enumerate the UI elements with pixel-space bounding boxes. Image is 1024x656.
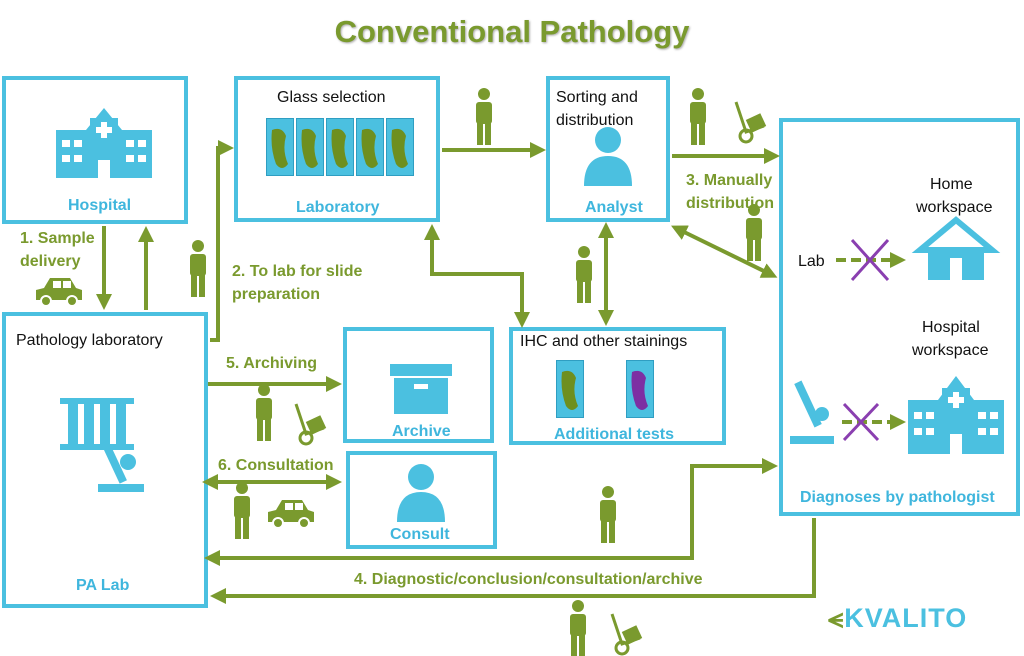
trolley-icon-3 — [610, 612, 644, 656]
logo-mark-icon: ⪪ — [828, 603, 845, 633]
hospital-label: Hospital — [68, 197, 132, 214]
analyst-label: Analyst — [585, 199, 643, 216]
step-2-line1: 2. To lab for slide — [232, 263, 363, 280]
archive-box-icon — [390, 364, 452, 414]
consult-doctor-icon — [397, 464, 445, 522]
microscope-icon — [98, 440, 144, 492]
flow-arrows — [96, 140, 906, 604]
arrow-pathologist-to-palab — [210, 518, 816, 604]
arrow-palab-to-laboratory — [210, 140, 234, 342]
pathology-laboratory-box — [2, 312, 208, 608]
ihc-box — [509, 327, 726, 445]
tissue-samples — [271, 128, 578, 410]
step-4-label: 4. Diagnostic/conclusion/consultation/ar… — [354, 571, 703, 588]
pa-lab-label: PA Lab — [76, 577, 130, 594]
pathology-laboratory-heading: Pathology laboratory — [16, 332, 163, 349]
trolley-icon-1 — [734, 100, 768, 144]
test-tubes-icon — [60, 398, 134, 450]
person-icon-2 — [690, 88, 706, 145]
person-icon-6 — [256, 384, 272, 441]
laboratory-label: Laboratory — [296, 199, 380, 216]
sorting-heading-line2: distribution — [556, 112, 634, 129]
step-1-line2: delivery — [20, 253, 81, 270]
car-icon-2 — [267, 499, 315, 529]
sorting-heading-line1: Sorting and — [556, 89, 638, 106]
blocked-crosses — [842, 238, 890, 442]
additional-tests-label: Additional tests — [554, 426, 675, 443]
person-icon-4 — [190, 240, 206, 297]
person-icon-9 — [570, 600, 586, 656]
person-icon-8 — [600, 486, 616, 543]
diagram-title: Conventional Pathology — [334, 14, 690, 49]
step-5-label: 5. Archiving — [226, 355, 317, 372]
person-icon-1 — [476, 88, 492, 145]
step-1-line1: 1. Sample — [20, 230, 95, 247]
person-icon-5 — [576, 246, 592, 303]
pathologist-label: Diagnoses by pathologist — [800, 489, 995, 506]
microscope-right-icon — [790, 380, 834, 444]
trolley-icon-2 — [294, 402, 328, 446]
home-icon — [911, 216, 1001, 280]
ihc-heading: IHC and other stainings — [520, 333, 688, 350]
purple-tissue-sample — [631, 370, 648, 410]
hospital-workspace-line2: workspace — [912, 342, 989, 359]
arrow-laboratory-to-ihc — [424, 224, 530, 328]
kvalito-logo: ⪪KVALITO — [828, 603, 967, 635]
analyst-doctor-icon — [584, 127, 632, 186]
person-icon-3 — [746, 204, 762, 261]
step-2-line2: preparation — [232, 286, 321, 303]
hospital-workspace-line1: Hospital — [922, 319, 980, 336]
person-icon-7 — [234, 482, 250, 539]
arrow-analyst-pathologist-bidir — [671, 225, 778, 278]
hospital-building-icon — [56, 108, 152, 178]
home-workspace-line1: Home — [930, 176, 973, 193]
home-workspace-line2: workspace — [916, 199, 993, 216]
glass-selection-heading: Glass selection — [277, 89, 386, 106]
arrow-palab-to-pathologist — [204, 458, 778, 566]
lab-label: Lab — [798, 253, 825, 270]
car-icon-1 — [35, 277, 83, 307]
logo-text: KVALITO — [844, 603, 968, 633]
archive-label: Archive — [392, 423, 451, 440]
step-3-line1: 3. Manually — [686, 172, 773, 189]
